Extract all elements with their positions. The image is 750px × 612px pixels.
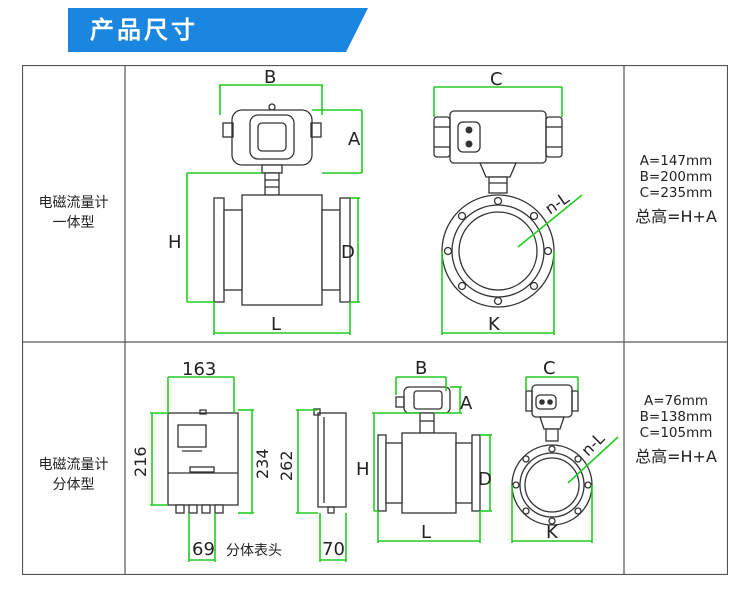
row-label-line1: 电磁流量计 <box>38 195 109 211</box>
spec-block-remote: A=76mm B=138mm C=105mm 总高=H+A <box>624 393 728 465</box>
dim-label-l: L <box>271 314 281 335</box>
dim-label-70: 70 <box>322 539 345 560</box>
table-grid <box>22 65 728 575</box>
dim-label-c: C <box>543 358 556 379</box>
spec-total-height: 总高=H+A <box>635 447 717 466</box>
remote-sensor-side-view: B A H D L <box>356 358 492 543</box>
remote-sensor-front-view: C n-L K <box>511 358 619 543</box>
row-label-remote: 电磁流量计 分体型 <box>22 455 125 495</box>
spec-a: A=147mm <box>639 153 713 169</box>
dim-label-h: H <box>168 232 182 253</box>
spec-total-height: 总高=H+A <box>635 207 717 226</box>
section-banner: 产品尺寸 <box>68 8 368 52</box>
integrated-side-view: B A H D L <box>168 67 363 335</box>
dim-label-b: B <box>415 358 427 379</box>
dim-label-nl: n-L <box>577 429 608 460</box>
dim-label-216: 216 <box>131 446 150 477</box>
row-label-line2: 分体型 <box>52 477 95 493</box>
section-title: 产品尺寸 <box>90 16 198 44</box>
dim-label-69: 69 <box>192 539 215 560</box>
dim-label-nl: n-L <box>541 188 572 218</box>
remote-head-front-view: 163 216 234 69 分体表头 <box>131 359 282 562</box>
spec-c: C=235mm <box>639 185 713 201</box>
dim-label-163: 163 <box>182 359 216 380</box>
dim-label-k: K <box>546 522 559 543</box>
dim-label-d: D <box>341 242 355 263</box>
dim-label-d: D <box>478 469 492 490</box>
spec-block-integrated: A=147mm B=200mm C=235mm 总高=H+A <box>624 153 728 225</box>
spec-b: B=200mm <box>639 169 713 185</box>
spec-a: A=76mm <box>643 393 709 409</box>
dim-label-b: B <box>264 67 276 88</box>
remote-head-caption: 分体表头 <box>226 543 282 559</box>
dim-label-234: 234 <box>253 448 272 479</box>
technical-drawings: .ol { fill: none; stroke: #333; stroke-w… <box>131 67 619 562</box>
dim-label-a: A <box>348 129 361 150</box>
row-label-line1: 电磁流量计 <box>38 457 109 473</box>
integrated-front-view: C n-L K <box>433 69 583 335</box>
spec-c: C=105mm <box>639 425 713 441</box>
dim-label-a: A <box>460 393 473 414</box>
dimension-table: 电磁流量计 一体型 A=147mm B=200mm C=235mm 总高=H+A… <box>22 65 728 575</box>
dim-label-c: C <box>490 69 503 90</box>
dim-label-262: 262 <box>277 450 296 481</box>
dim-label-k: K <box>488 314 501 335</box>
remote-head-side-view: 262 70 <box>277 408 347 562</box>
spec-b: B=138mm <box>639 409 713 425</box>
row-label-line2: 一体型 <box>52 215 95 231</box>
row-label-integrated: 电磁流量计 一体型 <box>22 193 125 233</box>
banner-shape <box>68 8 368 52</box>
dim-label-h: H <box>356 459 370 480</box>
dim-label-l: L <box>421 522 431 543</box>
